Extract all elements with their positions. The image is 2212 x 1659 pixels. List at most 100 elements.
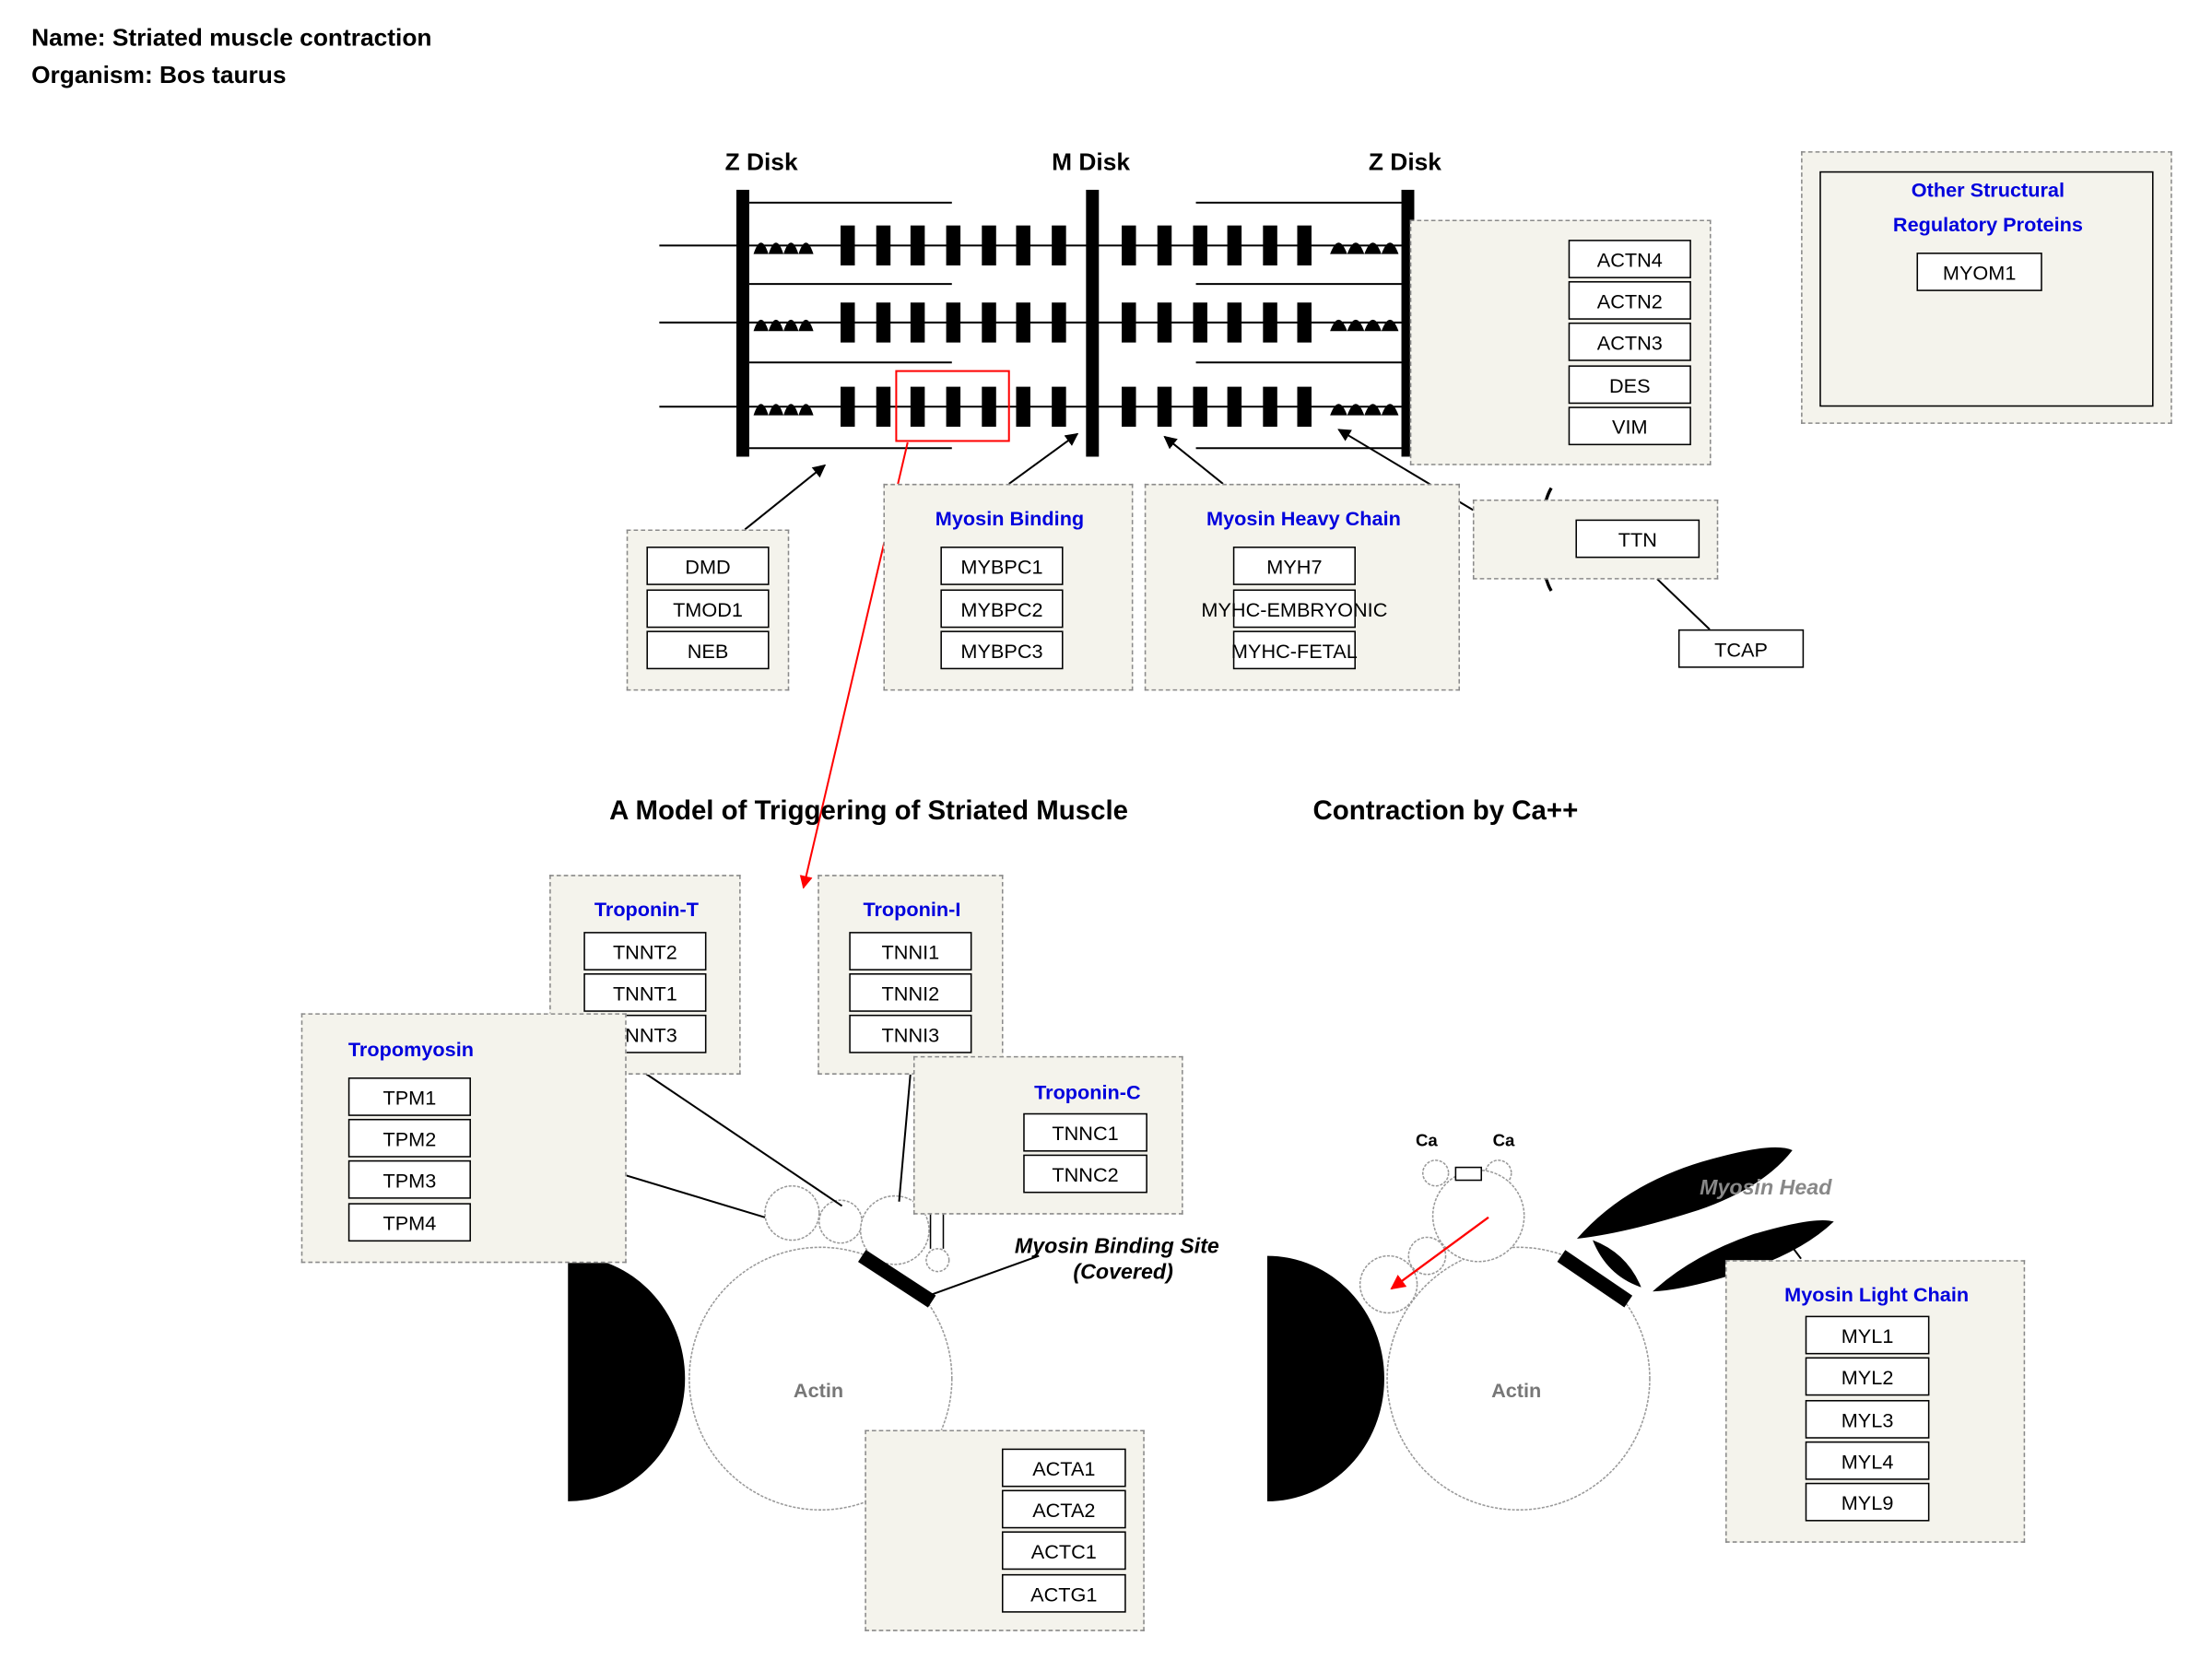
gene-tnnt1[interactable]: TNNT1 [583, 973, 707, 1012]
z-disk-right-label: Z Disk [1368, 148, 1441, 176]
gene-acta1[interactable]: ACTA1 [1001, 1448, 1126, 1488]
actin-label-right: Actin [1491, 1378, 1542, 1402]
gene-ttn[interactable]: TTN [1575, 519, 1700, 559]
m-disk-label: M Disk [1052, 148, 1131, 176]
gene-myhc-fetal-box[interactable] [1232, 630, 1356, 670]
myosin-heavy-chain-title: Myosin Heavy Chain [1206, 506, 1401, 530]
gene-actn2[interactable]: ACTN2 [1568, 281, 1691, 320]
binding-site-bar-right [1557, 1250, 1633, 1308]
binding-site-label-2: (Covered) [1073, 1260, 1173, 1285]
gene-myl2[interactable]: MYL2 [1805, 1357, 1930, 1396]
arrow-myosin-binding [1008, 432, 1079, 485]
myosin-block-r1-12 [1263, 225, 1277, 266]
gene-tnni1[interactable]: TNNI1 [849, 932, 972, 971]
actin-neighbor-right [1266, 1255, 1384, 1501]
gene-tpm1[interactable]: TPM1 [347, 1077, 471, 1116]
myosin-block-r2-2 [876, 302, 891, 343]
gene-myl1[interactable]: MYL1 [1805, 1315, 1930, 1355]
gene-vim[interactable]: VIM [1568, 406, 1691, 446]
calcium-complex-circle-1 [1421, 1159, 1450, 1187]
calcium-label-2: Ca [1492, 1130, 1515, 1151]
myosin-block-r2-8 [1122, 302, 1136, 343]
gene-myl3[interactable]: MYL3 [1805, 1399, 1930, 1439]
gene-actn4[interactable]: ACTN4 [1568, 240, 1691, 278]
gene-tnnc1[interactable]: TNNC1 [1023, 1112, 1147, 1152]
myosin-block-r3-1 [841, 386, 855, 427]
myosin-heads-r2-left [753, 319, 814, 332]
gene-tpm3[interactable]: TPM3 [347, 1159, 471, 1199]
gene-actg1[interactable]: ACTG1 [1001, 1573, 1126, 1613]
other-structural-title-2: Regulatory Proteins [1892, 212, 2083, 236]
gene-tmod1[interactable]: TMOD1 [646, 589, 770, 629]
troponin-complex-circle-5 [925, 1248, 950, 1273]
z-disk-left-bar [735, 189, 749, 457]
myosin-block-r2-3 [910, 302, 925, 343]
myosin-block-r1-9 [1157, 225, 1172, 266]
myosin-binding-title: Myosin Binding [935, 506, 1085, 530]
myosin-block-r3-11 [1227, 386, 1242, 427]
myosin-block-r1-3 [910, 225, 925, 266]
gene-tnni3[interactable]: TNNI3 [849, 1014, 972, 1053]
myosin-head-label: Myosin Head [1700, 1175, 1832, 1201]
myosin-block-r3-4 [946, 386, 961, 427]
myosin-block-r2-7 [1052, 302, 1066, 343]
gene-myh7[interactable]: MYH7 [1232, 547, 1356, 585]
gene-tnnt2[interactable]: TNNT2 [583, 932, 707, 971]
troponin-t-connector [644, 1072, 843, 1207]
gene-tcap[interactable]: TCAP [1677, 629, 1805, 668]
myosin-block-r3-9 [1157, 386, 1172, 427]
gene-actn3[interactable]: ACTN3 [1568, 322, 1691, 361]
myosin-block-r2-9 [1157, 302, 1172, 343]
myosin-block-r1-11 [1227, 225, 1242, 266]
myosin-block-r2-5 [982, 302, 996, 343]
arrow-myosin-heavy [1163, 435, 1224, 485]
gene-mybpc3[interactable]: MYBPC3 [940, 630, 1064, 670]
actin-label-left: Actin [793, 1378, 844, 1402]
gene-myl4[interactable]: MYL4 [1805, 1441, 1930, 1480]
gene-myl9[interactable]: MYL9 [1805, 1482, 1930, 1522]
myosin-block-r3-2 [876, 386, 891, 427]
gene-myhc-embryonic: MYHC-EMBRYONIC [1201, 597, 1388, 620]
troponin-i-connector [898, 1073, 912, 1202]
myosin-heads-r2-right [1330, 319, 1399, 332]
troponin-complex-circle-1 [764, 1184, 820, 1241]
troponin-t-title: Troponin-T [594, 897, 700, 921]
calcium-shift-arrow [1390, 1216, 1489, 1290]
myosin-block-r1-7 [1052, 225, 1066, 266]
gene-mybpc1[interactable]: MYBPC1 [940, 547, 1064, 585]
z-disk-left-label: Z Disk [724, 148, 798, 176]
highlight-box [895, 370, 1010, 442]
myosin-neck [1593, 1240, 1641, 1288]
myosin-block-r1-4 [946, 225, 961, 266]
pathway-name: Name: Striated muscle contraction [31, 24, 432, 52]
troponin-i-title: Troponin-I [863, 897, 961, 921]
gene-acta2[interactable]: ACTA2 [1001, 1489, 1126, 1529]
organism-name: Organism: Bos taurus [31, 61, 287, 89]
calcium-complex-circle-4 [1407, 1236, 1447, 1276]
gene-tnnc2[interactable]: TNNC2 [1023, 1154, 1147, 1194]
myosin-block-r2-4 [946, 302, 961, 343]
binding-site-label-1: Myosin Binding Site [1014, 1234, 1219, 1259]
actin-circle-right [1386, 1246, 1651, 1511]
m-disk-bar [1086, 189, 1100, 457]
myosin-head-upper [1576, 1147, 1793, 1240]
myosin-block-r3-3 [910, 386, 925, 427]
myosin-block-r3-7 [1052, 386, 1066, 427]
myosin-block-r1-5 [982, 225, 996, 266]
gene-myhc-embryonic-box[interactable] [1232, 589, 1356, 629]
gene-mybpc2[interactable]: MYBPC2 [940, 589, 1064, 629]
actin-neighbor-left [568, 1255, 686, 1501]
gene-neb[interactable]: NEB [646, 630, 770, 670]
myosin-block-r1-13 [1297, 225, 1312, 266]
gene-des[interactable]: DES [1568, 365, 1691, 405]
gene-myom1[interactable]: MYOM1 [1916, 253, 2042, 291]
gene-tpm4[interactable]: TPM4 [347, 1203, 471, 1242]
gene-tpm2[interactable]: TPM2 [347, 1118, 471, 1158]
calcium-complex-circle-5 [1359, 1254, 1418, 1314]
gene-dmd[interactable]: DMD [646, 547, 770, 585]
myosin-light-chain-connector [1783, 1235, 1802, 1260]
gene-tnni2[interactable]: TNNI2 [849, 973, 972, 1012]
troponin-complex-circle-3 [859, 1194, 930, 1265]
gene-actc1[interactable]: ACTC1 [1001, 1531, 1126, 1571]
